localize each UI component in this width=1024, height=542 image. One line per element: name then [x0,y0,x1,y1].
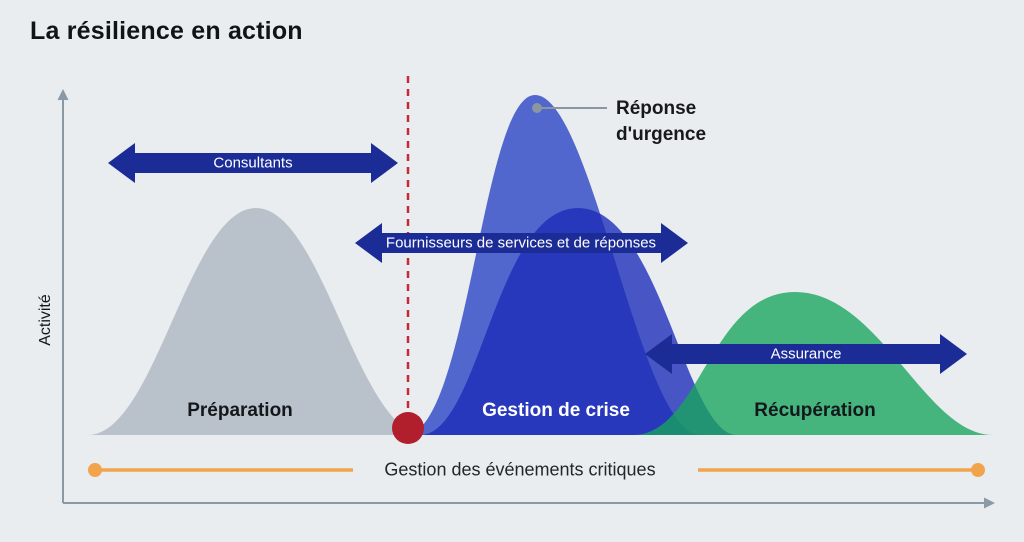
timeline-label: Gestion des événements critiques [384,459,656,480]
phase-label-crisis-management: Gestion de crise [482,400,630,421]
annotation-dot-icon [532,103,542,113]
insurance-arrow [645,334,967,374]
providers-arrow [355,223,688,263]
y-axis-label: Activité [37,294,54,346]
annotation-line-1: Réponse [616,98,697,119]
crisis-management-curve [420,208,737,435]
timeline-left-dot [88,463,102,477]
annotation-line-2: d'urgence [616,124,707,145]
phase-label-preparation: Préparation [187,400,293,421]
consultants-arrow-label: Consultants [213,154,293,172]
phase-label-recovery: Récupération [754,400,876,421]
event-dot [392,412,424,444]
y-axis-arrow-icon [57,89,69,100]
preparation-curve [88,208,425,435]
x-axis-arrow-icon [984,497,995,509]
insurance-arrow-label: Assurance [770,345,842,363]
providers-arrow-label: Fournisseurs de services et de réponses [385,234,657,252]
page-title: La résilience en action [30,17,303,45]
consultants-arrow [108,143,398,183]
timeline-right-dot [971,463,985,477]
emergency-response-annotation: Réponse d'urgence [616,96,706,148]
